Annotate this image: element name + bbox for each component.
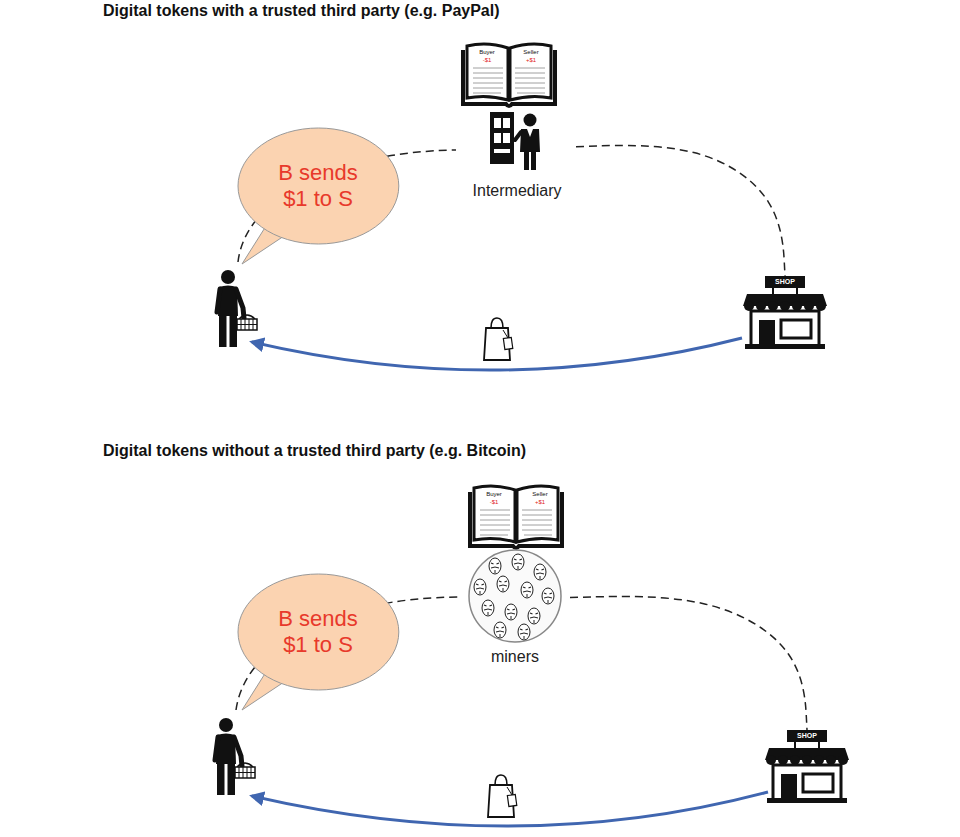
ledger-entry: Buyer [486, 491, 502, 498]
shop-icon [743, 288, 827, 349]
sign-text: SHOP [775, 276, 795, 288]
panel-title: Digital tokens without a trusted third p… [103, 442, 526, 460]
ledger-entry: Buyer [479, 49, 495, 56]
dashed-connector [570, 596, 807, 730]
ledger-entry: Seller [523, 49, 538, 56]
miner-masks [474, 554, 554, 640]
shopping-bag [488, 775, 517, 817]
bubble-text: B sends $1 to S [266, 606, 370, 659]
shop-icon [765, 742, 849, 803]
bubble-ellipse [238, 574, 399, 690]
shop-sign: SHOP [765, 276, 805, 288]
actor-node: miners [460, 548, 570, 666]
buyer-figure [217, 270, 257, 347]
ledger-entry: -$1 [490, 499, 499, 506]
node-label: Intermediary [473, 182, 562, 200]
node-label: miners [491, 648, 539, 666]
speech-bubble: B sends $1 to S [237, 573, 400, 691]
intermediary-icon [490, 112, 540, 170]
shopping-bag [484, 318, 513, 360]
speech-bubble: B sends $1 to S [237, 127, 400, 245]
ledger-entry: Seller [532, 491, 547, 498]
ledger-entry: +$1 [526, 57, 536, 64]
buyer-figure [215, 718, 255, 795]
bubble-text: B sends $1 to S [266, 160, 370, 213]
miners-circle [469, 550, 561, 642]
ledger-book [470, 486, 562, 548]
shop-sign: SHOP [787, 730, 827, 742]
ledger-entry: +$1 [535, 499, 545, 506]
sign-text: SHOP [797, 730, 817, 742]
actor-node: Intermediary [458, 108, 576, 200]
dashed-connector [576, 145, 785, 276]
panel-title: Digital tokens with a trusted third part… [103, 2, 500, 20]
ledger-book [463, 44, 555, 106]
bubble-ellipse [238, 128, 399, 244]
ledger-entry: -$1 [483, 57, 492, 64]
